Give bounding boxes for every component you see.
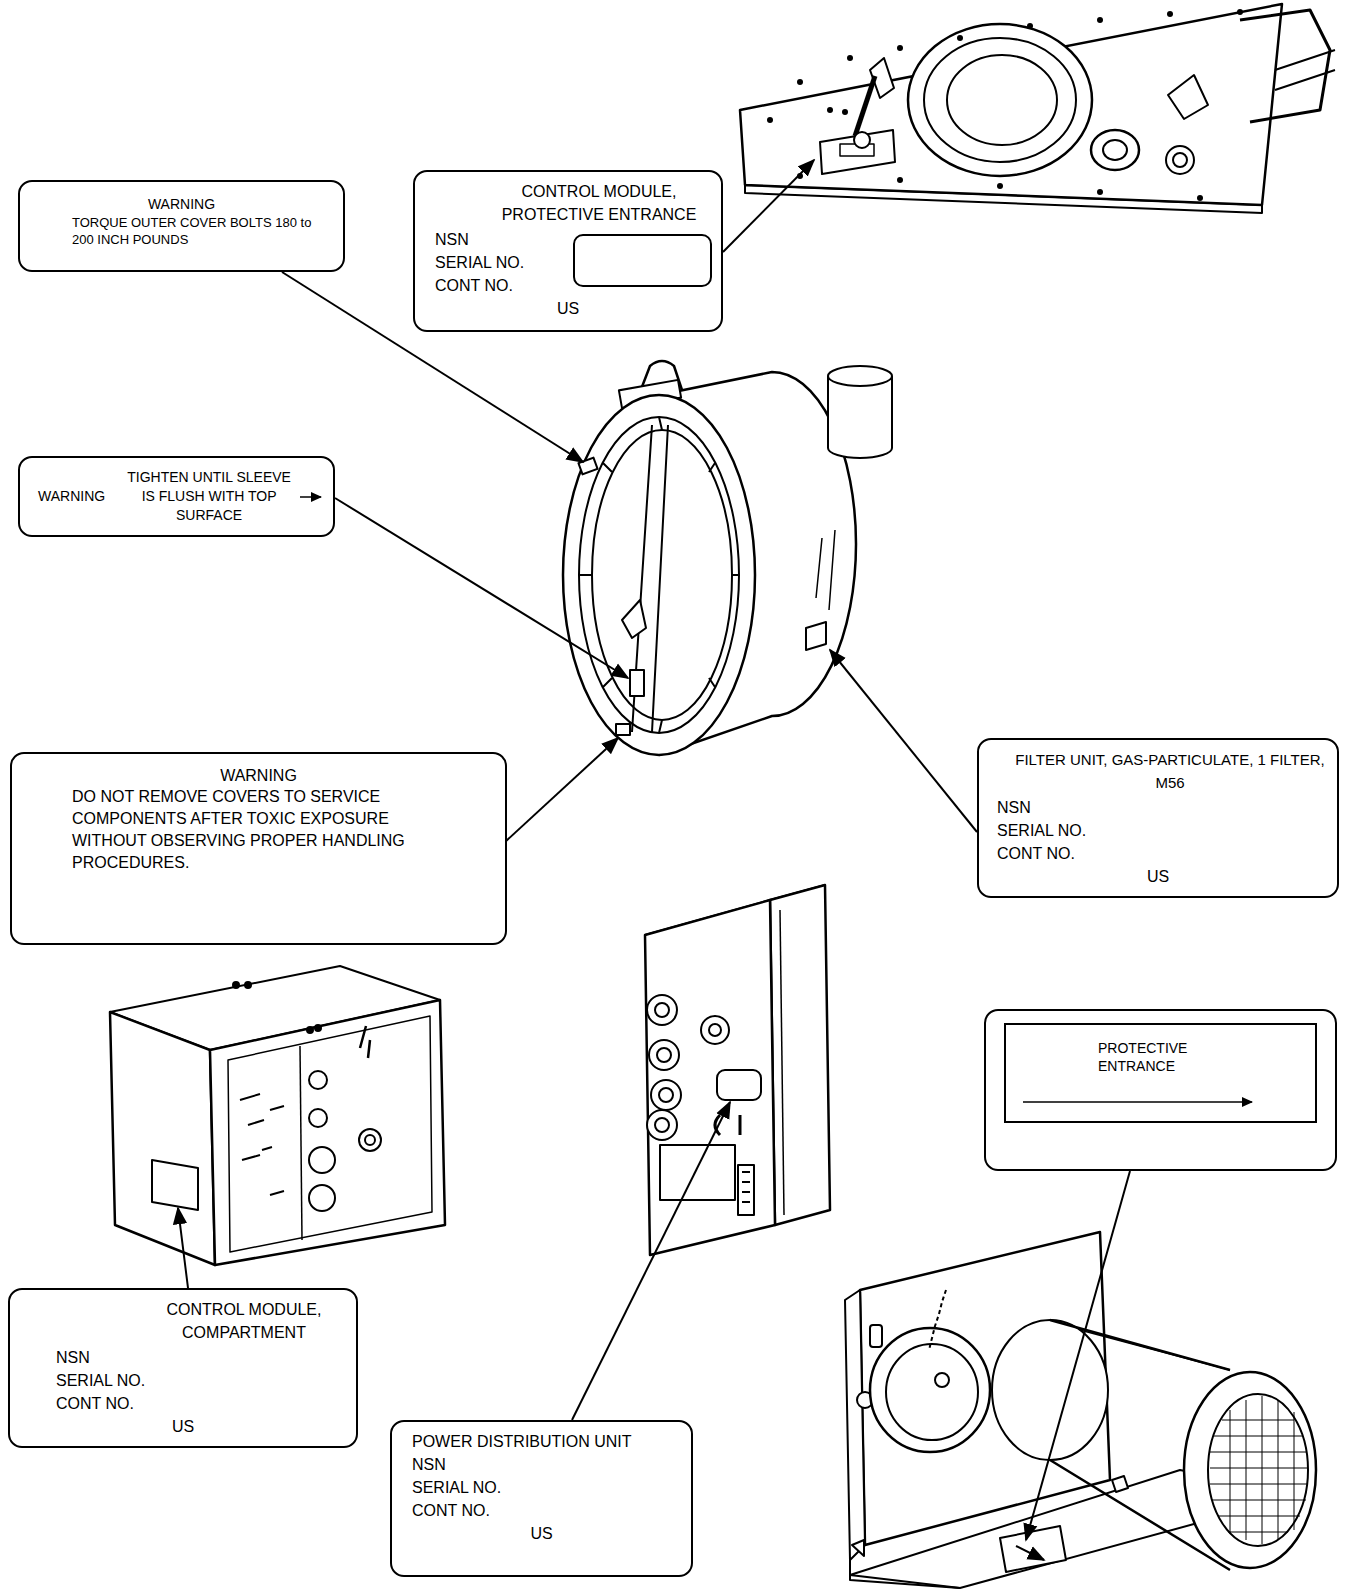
data-plate: CONTROL MODULE, COMPARTMENTNSNSERIAL NO.… (8, 1288, 358, 1448)
field-label: SERIAL NO. (997, 819, 1325, 842)
filter-unit (563, 361, 892, 755)
compartment-control-module (110, 966, 445, 1265)
field-label: CONT NO. (997, 842, 1325, 865)
warning-text: DO NOT REMOVE COVERS TO SERVICE COMPONEN… (72, 786, 452, 874)
field-label: CONT NO. (435, 274, 709, 297)
field-label: SERIAL NO. (56, 1369, 344, 1392)
warning-text: TIGHTEN UNTIL SLEEVE IS FLUSH WITH TOP S… (125, 468, 293, 525)
protective-entrance-unit (845, 1232, 1316, 1588)
data-plate: POWER DISTRIBUTION UNITNSNSERIAL NO.CONT… (390, 1420, 693, 1577)
country-mark: US (412, 1522, 671, 1545)
field-label: NSN (412, 1453, 679, 1476)
field-label: SERIAL NO. (412, 1476, 679, 1499)
field-label: NSN (435, 228, 709, 251)
warning-text: TORQUE OUTER COVER BOLTS 180 to 200 INCH… (72, 214, 331, 248)
protective-entrance-control-panel (740, 4, 1335, 213)
part-name: CONTROL MODULE, COMPARTMENT (144, 1298, 344, 1344)
part-name: POWER DISTRIBUTION UNIT (412, 1430, 679, 1453)
sign-text: PROTECTIVE ENTRANCE (1098, 1039, 1218, 1075)
power-distribution-unit (645, 885, 830, 1255)
warning-label: WARNINGDO NOT REMOVE COVERS TO SERVICE C… (10, 752, 507, 945)
field-label: NSN (997, 796, 1325, 819)
data-plate: FILTER UNIT, GAS-PARTICULATE, 1 FILTER, … (977, 738, 1339, 898)
grille (1210, 1396, 1308, 1544)
entrance-arrow (1022, 1095, 1254, 1109)
direction-arrow (299, 490, 323, 504)
sign-frame: PROTECTIVE ENTRANCE (1004, 1023, 1317, 1123)
warning-heading: WARNING (24, 766, 493, 786)
warning-label: WARNINGTORQUE OUTER COVER BOLTS 180 to 2… (18, 180, 345, 272)
part-name: CONTROL MODULE, PROTECTIVE ENTRANCE (489, 180, 709, 226)
warning-heading: WARNING (38, 487, 105, 506)
data-plate: CONTROL MODULE, PROTECTIVE ENTRANCENSNSE… (413, 170, 723, 332)
blank-field (573, 234, 712, 287)
field-label: NSN (56, 1346, 344, 1369)
field-label: SERIAL NO. (435, 251, 709, 274)
field-label: CONT NO. (412, 1499, 679, 1522)
entrance-sign: PROTECTIVE ENTRANCE (984, 1009, 1337, 1171)
warning-heading: WARNING (32, 194, 331, 214)
part-name: FILTER UNIT, GAS-PARTICULATE, 1 FILTER, … (1015, 748, 1325, 794)
country-mark: US (56, 1415, 310, 1438)
warning-label: WARNING TIGHTEN UNTIL SLEEVE IS FLUSH WIT… (18, 456, 335, 537)
field-label: CONT NO. (56, 1392, 344, 1415)
country-mark: US (435, 297, 701, 320)
country-mark: US (997, 865, 1319, 888)
